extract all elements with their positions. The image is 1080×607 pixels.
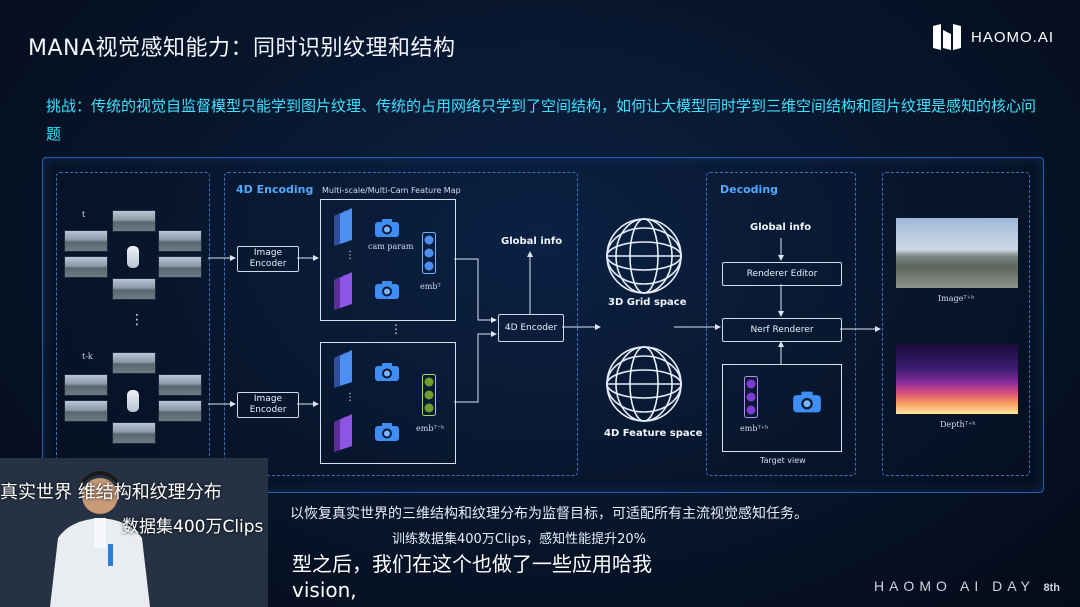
caption-line-2: vision,	[292, 578, 357, 602]
summary-line-1: 以恢复真实世界的三维结构和纹理分布为监督目标，可适配所有主流视觉感知任务。	[290, 503, 808, 523]
caption-line-1: 型之后，我们在这个也做了一些应用哈我	[292, 548, 652, 577]
event-name: HAOMO AI DAY	[874, 578, 1035, 594]
speaker-overlay-line-1: 真实世界 维结构和纹理分布	[0, 478, 222, 504]
event-edition: 8th	[1044, 582, 1061, 594]
speaker-overlay-line-2: 数据集400万Clips	[122, 512, 263, 537]
summary-line-2: 训练数据集400万Clips，感知性能提升20%	[392, 528, 646, 547]
event-footer: HAOMO AI DAY 8th	[874, 578, 1060, 594]
